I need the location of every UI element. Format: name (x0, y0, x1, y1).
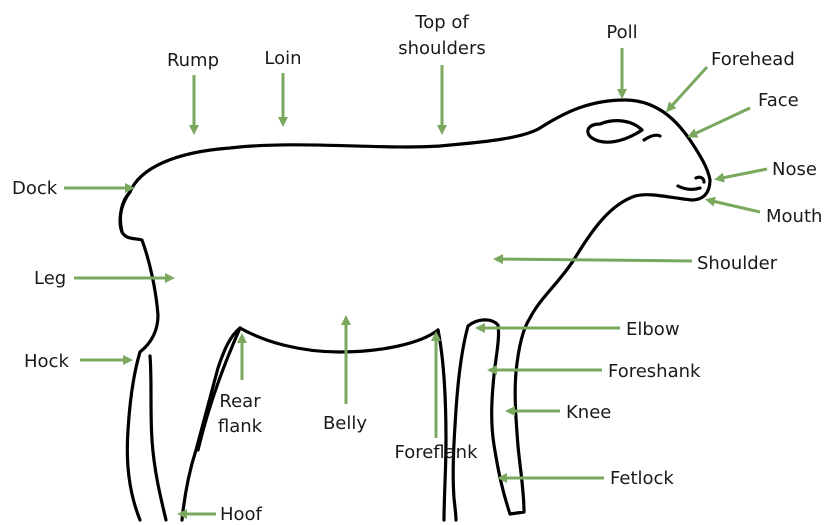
label-elbow: Elbow (626, 319, 680, 340)
label-top-of-shoulders-line2: shoulders (398, 38, 486, 59)
shoulder-arrow (496, 259, 692, 261)
label-shoulder: Shoulder (697, 253, 778, 274)
label-foreflank: Foreflank (394, 442, 478, 463)
label-dock: Dock (12, 178, 58, 199)
label-face: Face (758, 90, 799, 111)
label-foreshank: Foreshank (608, 361, 701, 382)
label-poll: Poll (606, 22, 637, 43)
label-rear-flank-line2: flank (218, 416, 263, 437)
label-forehead: Forehead (711, 49, 795, 70)
label-mouth: Mouth (766, 206, 822, 227)
label-knee: Knee (566, 402, 611, 423)
label-hock: Hock (24, 351, 69, 372)
label-hoof: Hoof (220, 504, 263, 525)
anatomy-labels: Rump Loin Top of shoulders Poll Forehead… (12, 12, 822, 525)
label-rump: Rump (167, 50, 219, 71)
mouth-arrow (708, 200, 760, 212)
label-nose: Nose (772, 159, 817, 180)
label-loin: Loin (264, 48, 301, 69)
face-arrow (690, 108, 750, 136)
label-belly: Belly (323, 413, 367, 434)
label-leg: Leg (34, 268, 66, 289)
nose-arrow (717, 169, 767, 179)
label-top-of-shoulders-line1: Top of (414, 12, 469, 33)
forehead-arrow (668, 67, 707, 110)
label-fetlock: Fetlock (610, 468, 674, 489)
label-rear-flank-line1: Rear (219, 391, 261, 412)
